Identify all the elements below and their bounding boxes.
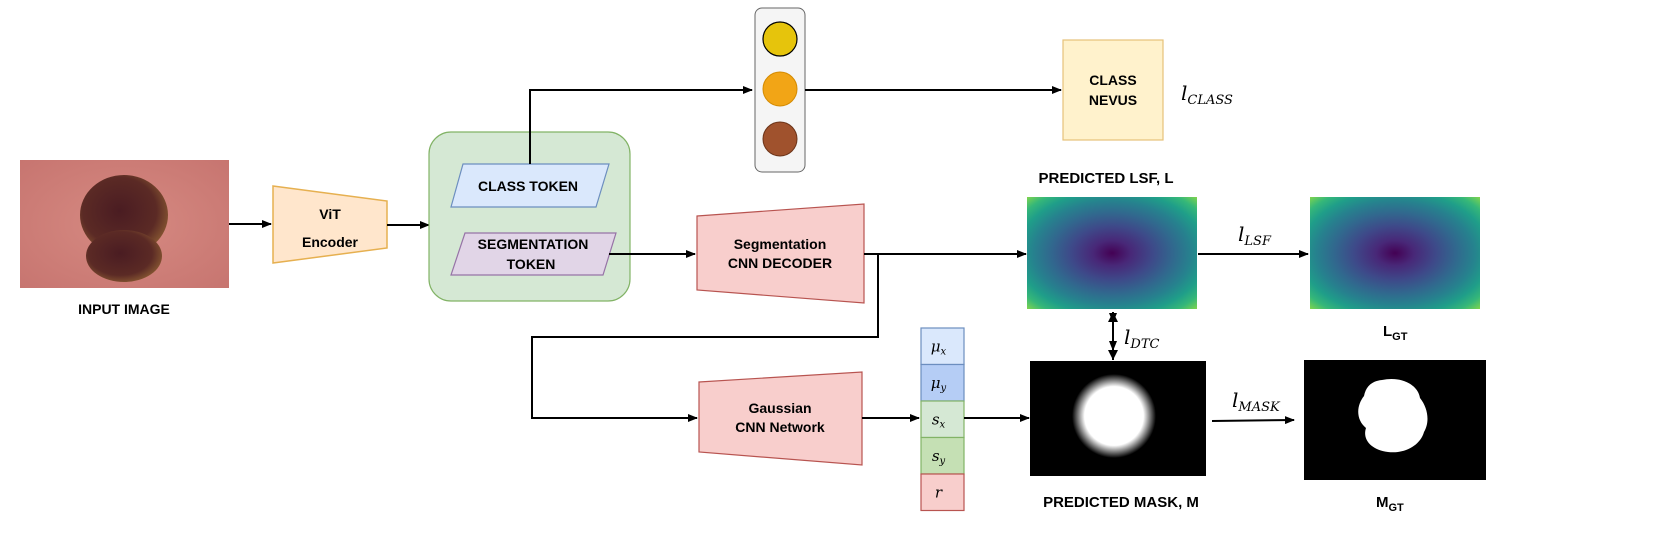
mask-title: PREDICTED MASK, M xyxy=(1043,494,1199,511)
input-image-label: INPUT IMAGE xyxy=(78,301,170,317)
gt-lsf-image xyxy=(1310,197,1480,309)
class-token-box xyxy=(450,163,610,208)
gt-mask-label: MGT xyxy=(1376,494,1404,514)
gauss-net-line2: CNN Network xyxy=(735,419,825,435)
loss-dtc-label: lDTC xyxy=(1124,325,1160,352)
class-circle-1 xyxy=(762,21,798,57)
class-circle-2 xyxy=(762,71,798,107)
param-cell xyxy=(920,400,965,439)
loss-mask-label: lMASK xyxy=(1232,388,1281,415)
loss-lsf-label: lLSF xyxy=(1238,222,1272,249)
gaussian-net-shape xyxy=(698,371,863,466)
encoder-line2: Encoder xyxy=(302,234,359,250)
class-output-line1: CLASS xyxy=(1089,72,1136,88)
param-label: sy xyxy=(932,447,946,467)
class-token-label: CLASS TOKEN xyxy=(478,178,578,194)
segmentation-token-box xyxy=(450,232,617,276)
seg-decoder-line1: Segmentation xyxy=(734,236,827,252)
param-stack: μx μy sx sy r xyxy=(920,327,965,512)
param-cell xyxy=(920,436,965,475)
lsf-title: PREDICTED LSF, L xyxy=(1038,170,1173,187)
predicted-lsf-image xyxy=(1027,197,1197,309)
arrow-dtc-head-down xyxy=(1108,350,1118,360)
class-output-box xyxy=(1062,39,1164,141)
param-label: r xyxy=(935,483,943,501)
input-image xyxy=(20,160,229,288)
seg-decoder-line2: CNN DECODER xyxy=(728,255,832,271)
param-label: sx xyxy=(932,410,946,430)
param-label: μx xyxy=(931,337,947,357)
vit-encoder-shape xyxy=(272,185,388,264)
param-label: μy xyxy=(931,374,947,394)
arrow-dtc-head-up xyxy=(1108,312,1118,322)
gt-lsf-label: LGT xyxy=(1383,323,1408,343)
param-cell xyxy=(920,327,965,366)
gt-mask-blob xyxy=(1358,378,1428,453)
gauss-net-line1: Gaussian xyxy=(748,400,811,416)
class-output-line2: NEVUS xyxy=(1089,92,1137,108)
class-circle-3 xyxy=(762,121,798,157)
param-cell xyxy=(920,473,965,512)
loss-class-label: lCLASS xyxy=(1181,81,1233,108)
seg-decoder-shape xyxy=(696,203,865,304)
arrow-decoder-gaussian xyxy=(531,254,879,422)
arrow-mask-gt xyxy=(1211,416,1295,425)
seg-token-line2: TOKEN xyxy=(507,256,556,272)
arrow-classtoken-classifier xyxy=(529,86,753,164)
encoder-line1: ViT xyxy=(319,206,341,222)
seg-token-line1: SEGMENTATION xyxy=(478,236,589,252)
predicted-mask-blob xyxy=(1072,374,1156,458)
